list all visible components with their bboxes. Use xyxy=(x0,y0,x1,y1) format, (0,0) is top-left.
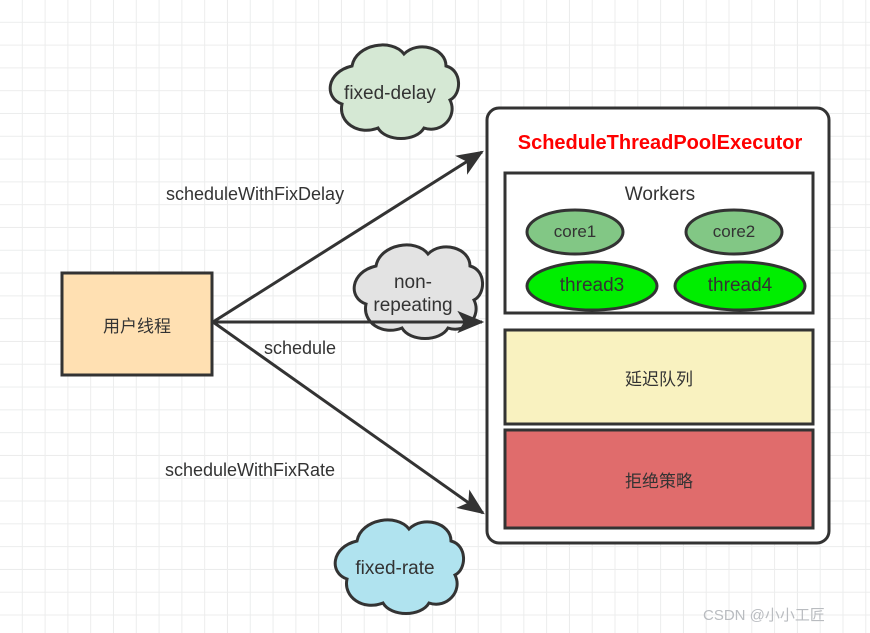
worker-ellipse-thread3[interactable] xyxy=(525,260,659,312)
delay-queue-box[interactable] xyxy=(503,328,815,426)
worker-ellipse-core1[interactable] xyxy=(525,208,625,256)
worker-ellipse-core2[interactable] xyxy=(684,208,784,256)
cloud-fixed-delay[interactable] xyxy=(328,43,460,140)
user-thread-node[interactable] xyxy=(60,271,214,377)
reject-policy-box[interactable] xyxy=(503,428,815,530)
arrow-schedule-with-fix-rate xyxy=(212,320,485,515)
cloud-fixed-rate[interactable] xyxy=(333,518,465,615)
cloud-non-repeating[interactable] xyxy=(352,243,484,340)
arrow-schedule-with-fix-delay xyxy=(212,150,484,324)
worker-ellipse-thread4[interactable] xyxy=(673,260,807,312)
